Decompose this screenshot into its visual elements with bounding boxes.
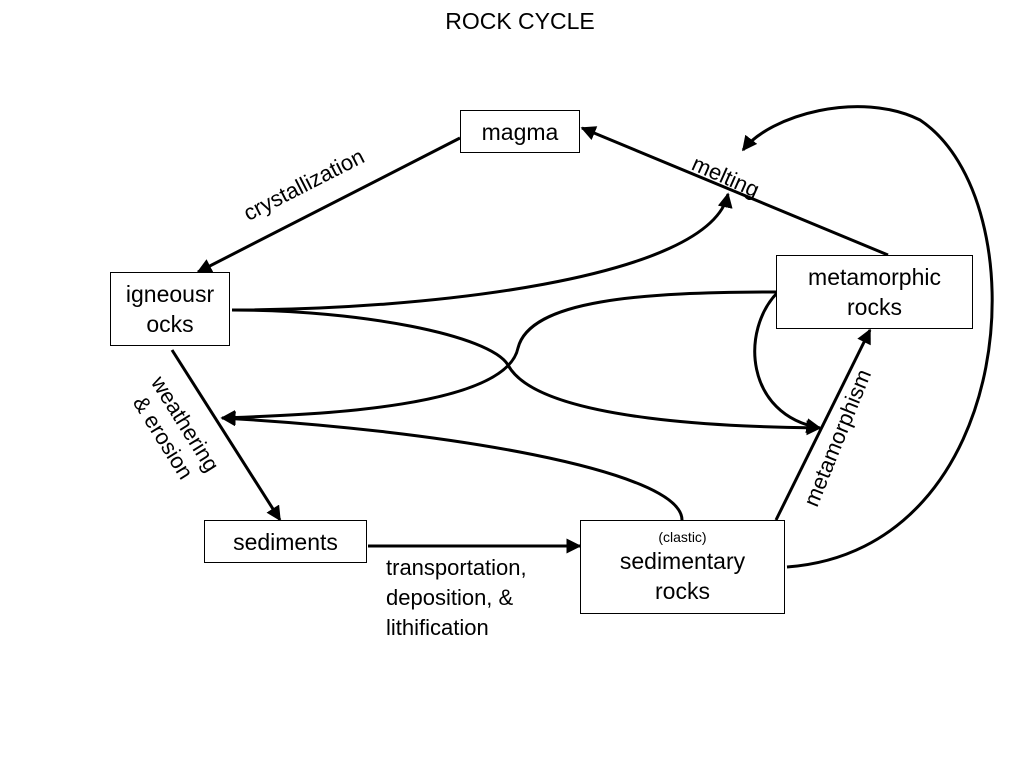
node-sediments: sediments: [204, 520, 367, 563]
label-transport-line1: transportation,: [386, 555, 527, 580]
node-igneous-rocks: igneousr ocks: [110, 272, 230, 346]
node-igneous-label-line1: igneousr: [125, 281, 215, 307]
node-magma-label: magma: [481, 118, 559, 145]
arrow-sedimentary-to-weathering: [220, 411, 684, 521]
arrow-crystallization: [196, 136, 461, 274]
arrow-weathering-erosion: [170, 349, 282, 522]
label-transport-line3: lithification: [386, 615, 489, 640]
arrow-igneous-to-melting: [231, 192, 733, 312]
diagram-title: ROCK CYCLE: [445, 8, 595, 34]
label-transportation: transportation, deposition, & lithificat…: [386, 553, 527, 643]
node-metamorphic-rocks: metamorphic rocks: [776, 255, 973, 329]
node-sedimentary-note: (clastic): [658, 529, 707, 545]
arrow-melting: [580, 126, 889, 257]
arrow-metamorphic-to-metamorphism: [753, 290, 822, 434]
node-magma: magma: [460, 110, 580, 153]
arrow-metamorphic-to-weathering: [220, 290, 779, 425]
node-metamorphic-label-line1: metamorphic: [808, 264, 941, 290]
node-sedimentary-label-line2: rocks: [655, 578, 710, 604]
node-sedimentary-rocks: (clastic) sedimentary rocks: [580, 520, 785, 614]
node-metamorphic-label-line2: rocks: [847, 294, 902, 320]
label-transport-line2: deposition, &: [386, 585, 514, 610]
node-igneous-label-line2: ocks: [146, 311, 194, 337]
arrow-sedimentary-to-magma: [741, 105, 994, 569]
arrow-metamorphism: [774, 328, 872, 521]
node-sediments-label: sediments: [233, 528, 338, 555]
arrow-igneous-to-metamorphism: [231, 308, 822, 436]
node-sedimentary-label-line1: sedimentary: [619, 548, 746, 574]
